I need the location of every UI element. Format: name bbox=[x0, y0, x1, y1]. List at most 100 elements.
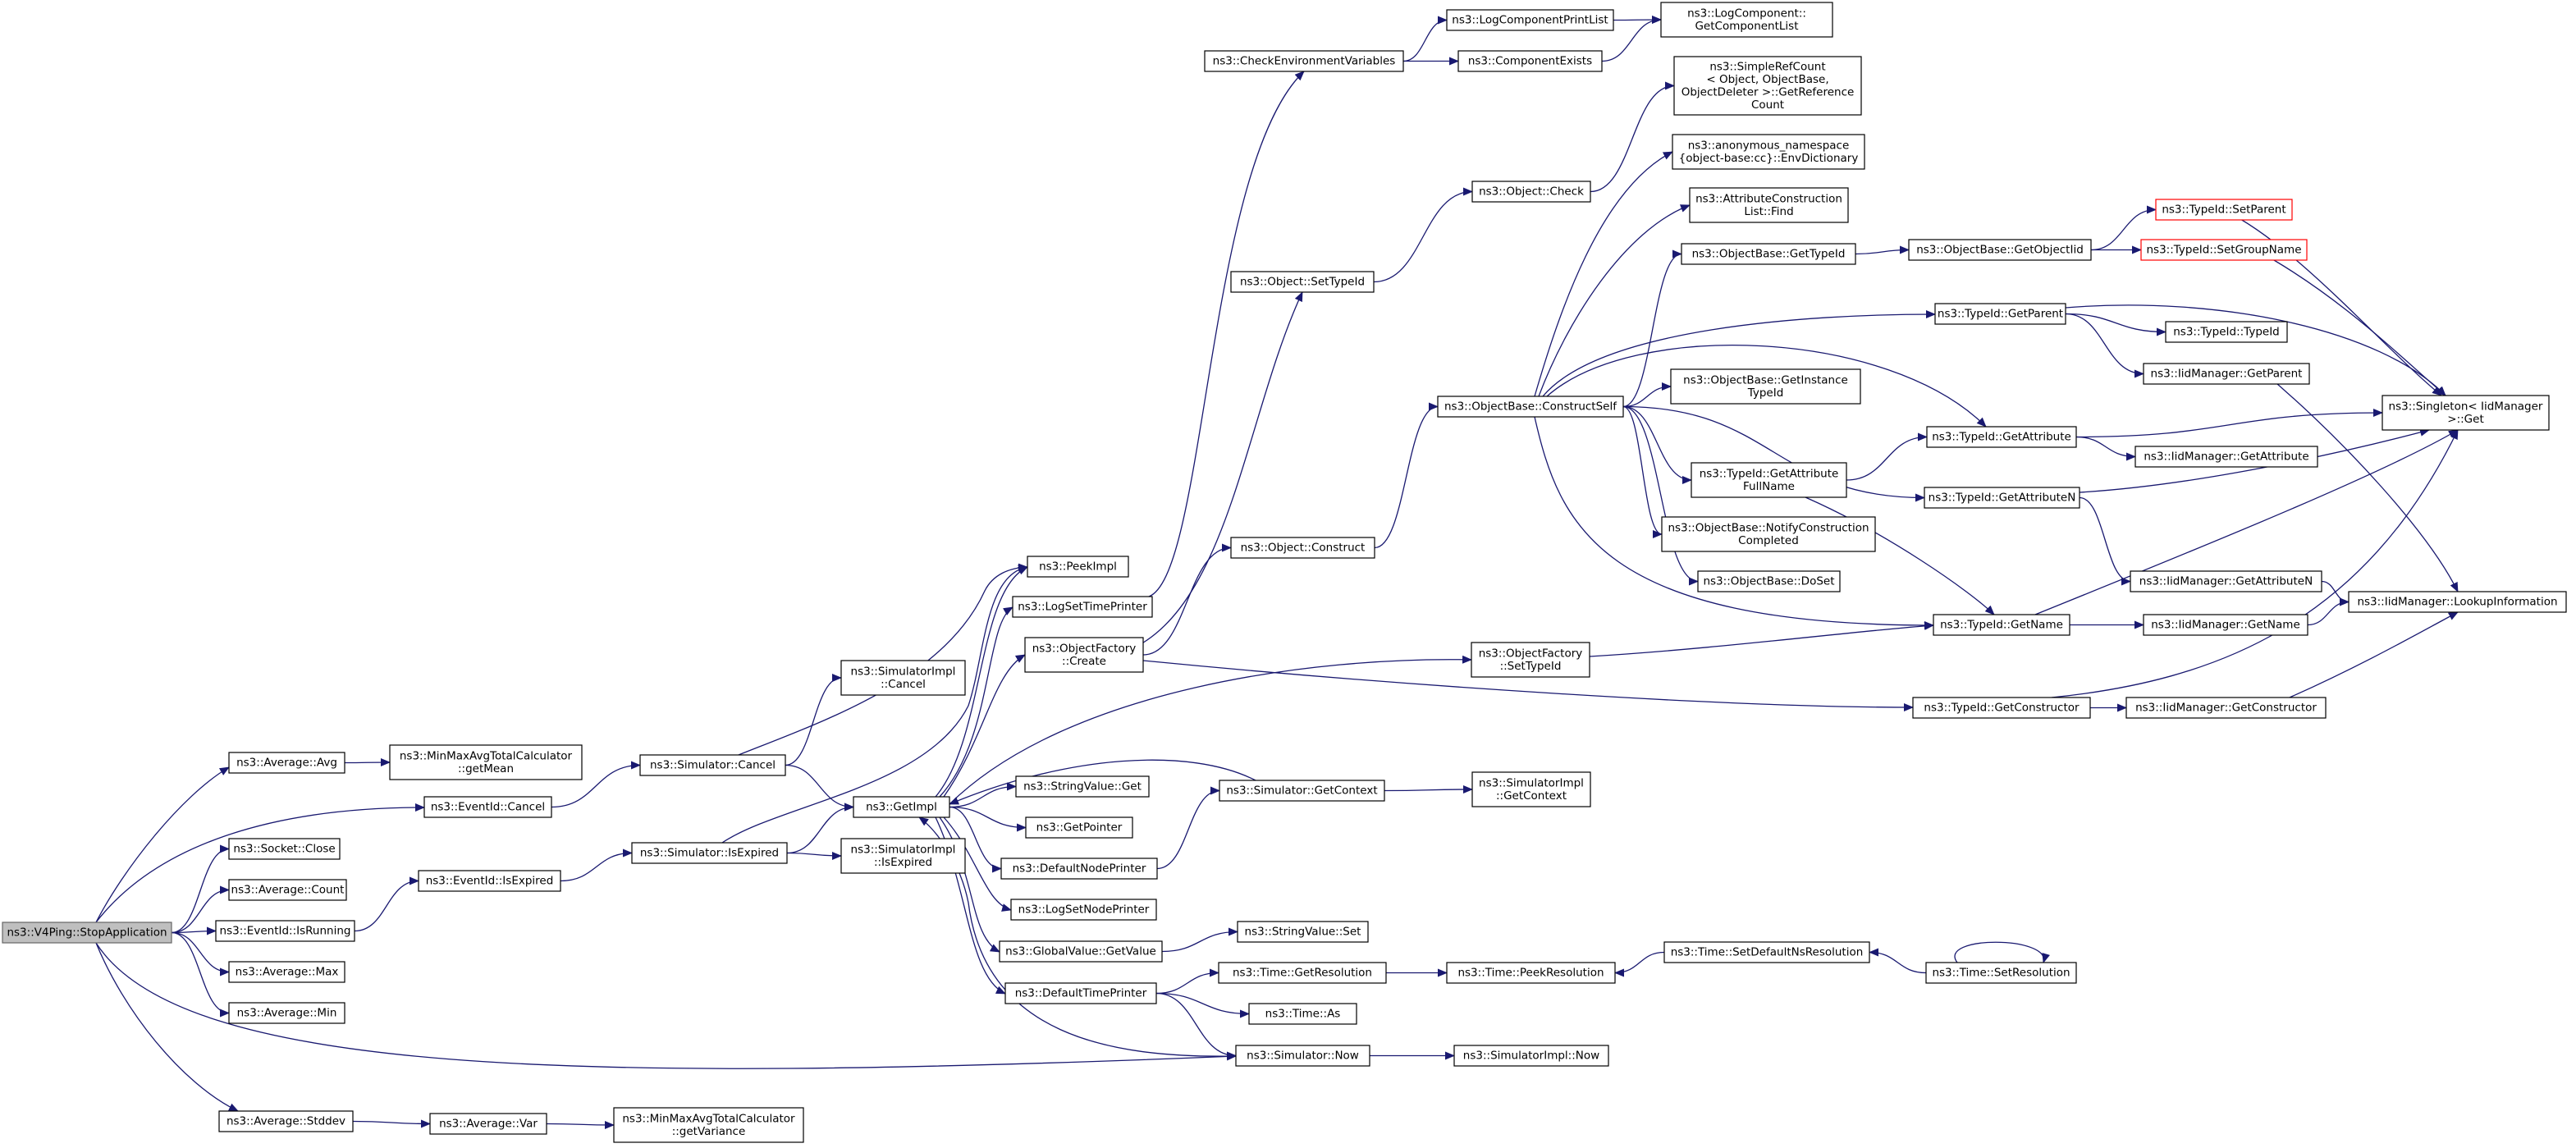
node-avgmax[interactable]: ns3::Average::Max bbox=[228, 961, 345, 983]
node-label: ns3::DefaultNodePrinter bbox=[1013, 862, 1146, 876]
node-label: ns3::MinMaxAvgTotalCalculator bbox=[622, 1112, 795, 1125]
node-label: GetComponentList bbox=[1695, 20, 1798, 33]
node-peekimpl[interactable]: ns3::PeekImpl bbox=[1027, 556, 1129, 578]
node-doset[interactable]: ns3::ObjectBase::DoSet bbox=[1697, 570, 1841, 592]
node-label: ns3::Average::Stddev bbox=[226, 1115, 345, 1128]
node-label: ::GetContext bbox=[1496, 789, 1567, 803]
node-simcancel[interactable]: ns3::Simulator::Cancel bbox=[639, 754, 786, 776]
node-constructself[interactable]: ns3::ObjectBase::ConstructSelf bbox=[1437, 396, 1624, 418]
node-setgroupname[interactable]: ns3::TypeId::SetGroupName bbox=[2140, 239, 2308, 261]
node-avg[interactable]: ns3::Average::Avg bbox=[228, 752, 345, 774]
node-objfactsettypeid[interactable]: ns3::ObjectFactory::SetTypeId bbox=[1471, 642, 1590, 678]
node-label: ns3::Simulator::GetContext bbox=[1226, 784, 1377, 798]
node-box bbox=[1660, 2, 1833, 38]
node-stringset[interactable]: ns3::StringValue::Set bbox=[1237, 921, 1369, 943]
node-simimplisexpired[interactable]: ns3::SimulatorImpl::IsExpired bbox=[840, 838, 966, 874]
node-tgetattributen[interactable]: ns3::TypeId::GetAttributeN bbox=[1924, 487, 2080, 509]
edge-constructself-to-doset bbox=[1622, 405, 1699, 586]
node-envdict[interactable]: ns3::anonymous_namespace{object-base:cc}… bbox=[1672, 134, 1865, 170]
node-box bbox=[1015, 775, 1150, 798]
node-iidgetparent[interactable]: ns3::IidManager::GetParent bbox=[2143, 363, 2310, 385]
node-getpointer[interactable]: ns3::GetPointer bbox=[1025, 816, 1133, 839]
node-stringget[interactable]: ns3::StringValue::Get bbox=[1015, 775, 1150, 798]
edge-getimpl-to-globalget bbox=[939, 816, 1000, 953]
node-logsettime[interactable]: ns3::LogSetTimePrinter bbox=[1012, 596, 1153, 618]
node-getmean[interactable]: ns3::MinMaxAvgTotalCalculator::getMean bbox=[389, 744, 583, 780]
node-iidgetname[interactable]: ns3::IidManager::GetName bbox=[2143, 614, 2308, 636]
node-stddev[interactable]: ns3::Average::Stddev bbox=[218, 1110, 354, 1132]
node-peekres[interactable]: ns3::Time::PeekResolution bbox=[1446, 962, 1616, 984]
node-box bbox=[389, 744, 583, 780]
node-avgmin[interactable]: ns3::Average::Min bbox=[228, 1002, 345, 1024]
node-box bbox=[1471, 642, 1590, 678]
node-tgetattribute[interactable]: ns3::TypeId::GetAttribute bbox=[1926, 426, 2077, 448]
edge-getimpl-to-logsetnode bbox=[943, 816, 1012, 912]
edge-isrunning-to-evisexpired bbox=[354, 876, 419, 932]
edge-checkenv-to-logprintlist bbox=[1402, 16, 1448, 62]
edge-root-to-evcancel bbox=[95, 803, 425, 923]
node-label: ::SetTypeId bbox=[1500, 660, 1562, 673]
node-label: >::Get bbox=[2447, 413, 2483, 426]
node-simplerefcount[interactable]: ns3::SimpleRefCount< Object, ObjectBase,… bbox=[1673, 56, 1862, 116]
node-logprintlist[interactable]: ns3::LogComponentPrintList bbox=[1446, 9, 1614, 31]
node-setres[interactable]: ns3::Time::SetResolution bbox=[1925, 962, 2077, 984]
node-isrunning[interactable]: ns3::EventId::IsRunning bbox=[215, 920, 355, 942]
node-simisexpired[interactable]: ns3::Simulator::IsExpired bbox=[631, 842, 788, 864]
node-setparent[interactable]: ns3::TypeId::SetParent bbox=[2155, 199, 2293, 221]
node-lookupinfo[interactable]: ns3::IidManager::LookupInformation bbox=[2348, 591, 2567, 613]
node-ttypeid[interactable]: ns3::TypeId::TypeId bbox=[2165, 321, 2288, 343]
node-box bbox=[2348, 591, 2567, 613]
node-avgvar[interactable]: ns3::Average::Var bbox=[429, 1113, 547, 1135]
edge-obgettypeid-to-getobjectiid bbox=[1855, 245, 1910, 255]
node-iidgetconstructor[interactable]: ns3::IidManager::GetConstructor bbox=[2125, 697, 2327, 719]
node-getobjectiid[interactable]: ns3::ObjectBase::GetObjectIid bbox=[1908, 239, 2092, 261]
node-timegetres[interactable]: ns3::Time::GetResolution bbox=[1218, 962, 1387, 984]
node-objconstruct[interactable]: ns3::Object::Construct bbox=[1230, 537, 1375, 559]
node-objcheck[interactable]: ns3::Object::Check bbox=[1471, 181, 1591, 203]
node-getvariance[interactable]: ns3::MinMaxAvgTotalCalculator::getVarian… bbox=[613, 1107, 804, 1143]
node-notifyconstruction[interactable]: ns3::ObjectBase::NotifyConstructionCompl… bbox=[1661, 516, 1876, 552]
edge-root-to-avgmin bbox=[171, 931, 230, 1018]
node-tgetname[interactable]: ns3::TypeId::GetName bbox=[1933, 614, 2070, 636]
node-box bbox=[2143, 614, 2308, 636]
node-obgettypeid[interactable]: ns3::ObjectBase::GetTypeId bbox=[1681, 243, 1856, 265]
node-evcancel[interactable]: ns3::EventId::Cancel bbox=[423, 796, 552, 818]
node-tgetparent[interactable]: ns3::TypeId::GetParent bbox=[1934, 303, 2066, 325]
node-objfactcreate[interactable]: ns3::ObjectFactory::Create bbox=[1024, 637, 1144, 673]
node-box bbox=[1446, 9, 1614, 31]
node-simnow[interactable]: ns3::Simulator::Now bbox=[1235, 1045, 1370, 1067]
node-simimplgetcontext[interactable]: ns3::SimulatorImpl::GetContext bbox=[1471, 771, 1591, 807]
node-box bbox=[2125, 697, 2327, 719]
node-objsettypeid[interactable]: ns3::Object::SetTypeId bbox=[1230, 271, 1375, 293]
node-label: ns3::Time::PeekResolution bbox=[1457, 967, 1604, 980]
node-simgetcontext[interactable]: ns3::Simulator::GetContext bbox=[1219, 780, 1385, 802]
node-evisexpired[interactable]: ns3::EventId::IsExpired bbox=[418, 870, 561, 892]
node-tgetconstructor[interactable]: ns3::TypeId::GetConstructor bbox=[1912, 697, 2091, 719]
node-singleton[interactable]: ns3::Singleton< IidManager>::Get bbox=[2382, 395, 2550, 431]
node-iidgetattributen[interactable]: ns3::IidManager::GetAttributeN bbox=[2130, 570, 2322, 592]
edge-tgetparent-to-iidgetparent bbox=[2065, 313, 2144, 378]
node-setdefaultns[interactable]: ns3::Time::SetDefaultNsResolution bbox=[1663, 941, 1870, 963]
node-avgcount[interactable]: ns3::Average::Count bbox=[228, 879, 347, 901]
node-logsetnode[interactable]: ns3::LogSetNodePrinter bbox=[1010, 899, 1157, 921]
node-defnodeprinter[interactable]: ns3::DefaultNodePrinter bbox=[1000, 858, 1158, 880]
node-iidgetattribute[interactable]: ns3::IidManager::GetAttribute bbox=[2134, 446, 2318, 468]
node-sockclose[interactable]: ns3::Socket::Close bbox=[228, 838, 341, 860]
node-box bbox=[1218, 962, 1387, 984]
node-compexists[interactable]: ns3::ComponentExists bbox=[1457, 50, 1603, 72]
node-timeas[interactable]: ns3::Time::As bbox=[1248, 1003, 1357, 1025]
node-checkenv[interactable]: ns3::CheckEnvironmentVariables bbox=[1204, 50, 1404, 72]
node-simimplnow[interactable]: ns3::SimulatorImpl::Now bbox=[1453, 1045, 1609, 1067]
node-box bbox=[1235, 1045, 1370, 1067]
node-getimpl[interactable]: ns3::GetImpl bbox=[853, 796, 950, 818]
node-deftimeprinter[interactable]: ns3::DefaultTimePrinter bbox=[1004, 982, 1157, 1004]
edge-constructself-to-obgettypeid bbox=[1622, 249, 1682, 408]
node-box bbox=[1457, 50, 1603, 72]
node-globalget[interactable]: ns3::GlobalValue::GetValue bbox=[999, 940, 1163, 963]
node-root: ns3::V4Ping::StopApplication bbox=[2, 922, 172, 944]
node-simimplcancel[interactable]: ns3::SimulatorImpl::Cancel bbox=[840, 660, 966, 696]
node-getcomplist[interactable]: ns3::LogComponent::GetComponentList bbox=[1660, 2, 1833, 38]
